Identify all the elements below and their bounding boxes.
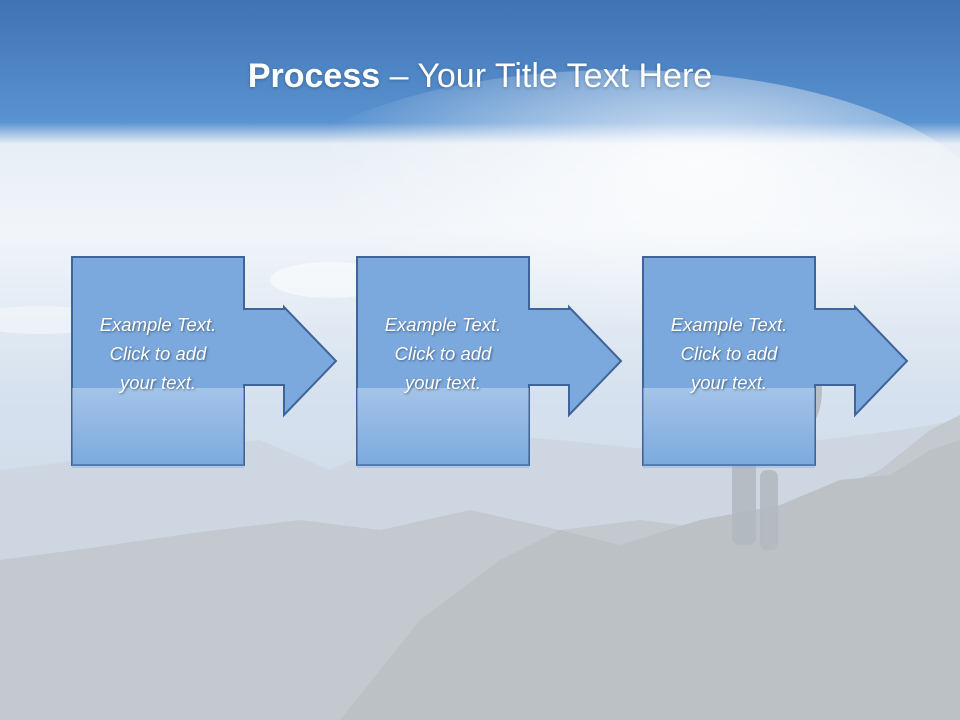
process-step-1[interactable]: Example Text. Click to add your text. — [71, 256, 341, 468]
process-step-3[interactable]: Example Text. Click to add your text. — [642, 256, 912, 468]
step-reflection — [643, 388, 815, 468]
process-step-2[interactable]: Example Text. Click to add your text. — [356, 256, 626, 468]
slide-title[interactable]: Process – Your Title Text Here — [0, 48, 960, 104]
step-2-text[interactable]: Example Text. Click to add your text. — [384, 314, 502, 393]
step-1-text[interactable]: Example Text. Click to add your text. — [99, 314, 217, 393]
step-3-text[interactable]: Example Text. Click to add your text. — [670, 314, 788, 393]
title-bold-part: Process — [247, 57, 381, 95]
step-reflection — [72, 388, 244, 468]
title-rest-part: – Your Title Text Here — [380, 57, 713, 95]
step-reflection — [357, 388, 529, 468]
